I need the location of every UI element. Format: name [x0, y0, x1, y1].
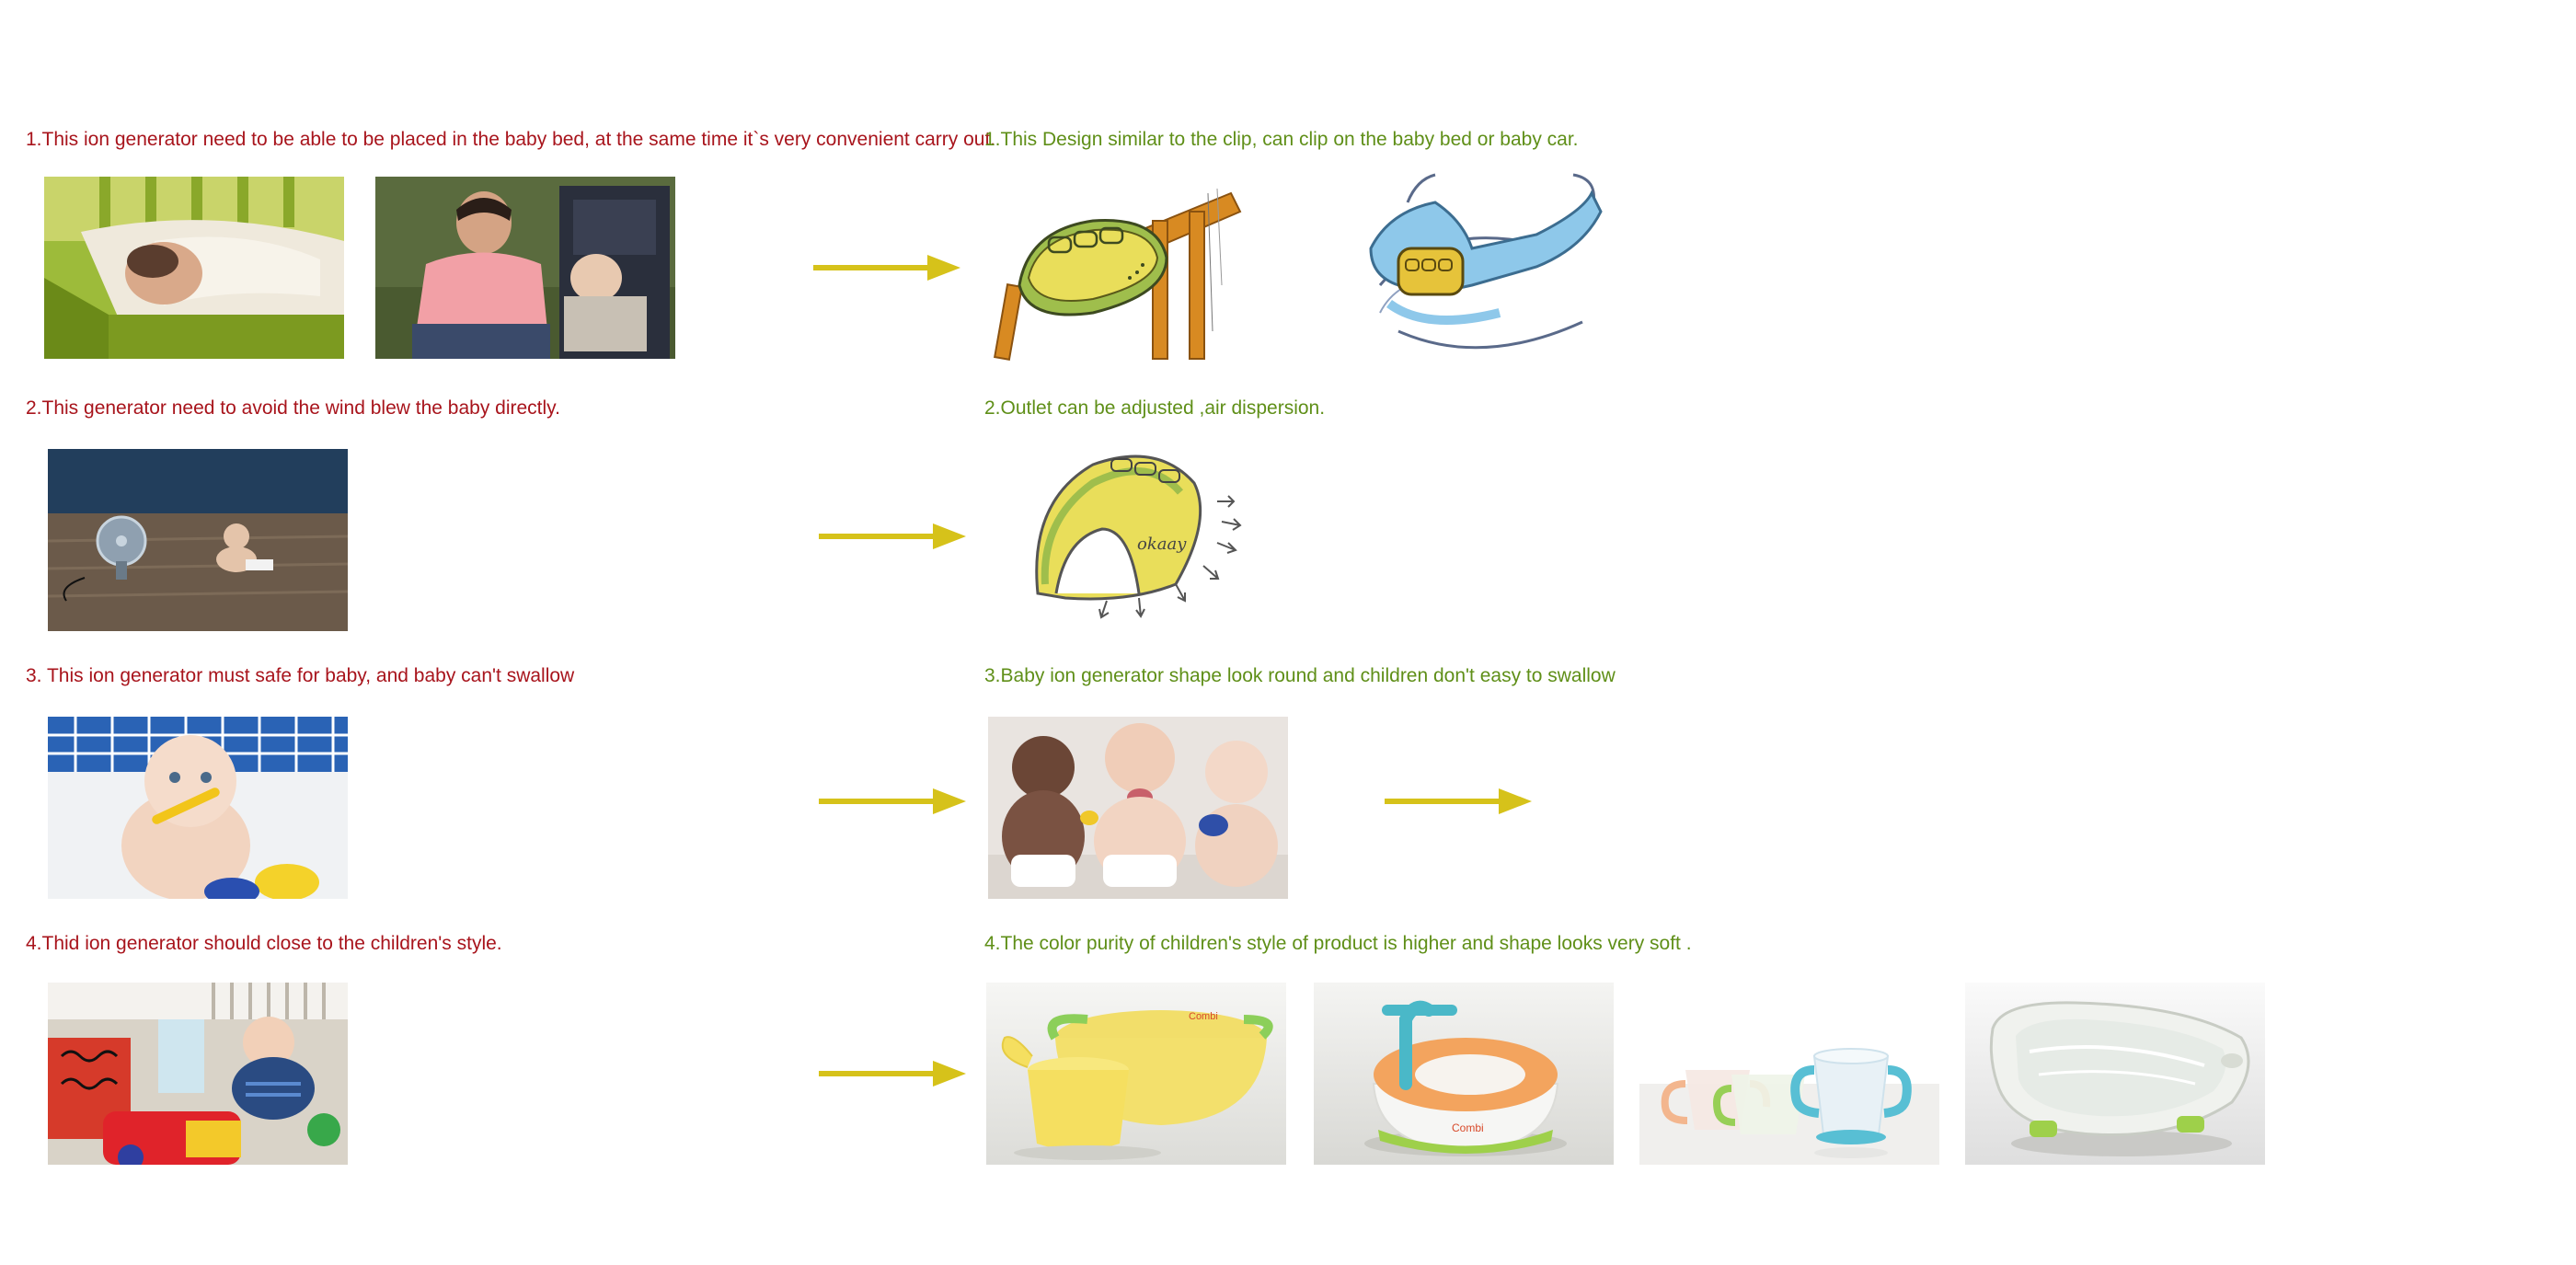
father-stroller-photo [375, 177, 675, 359]
training-cups-product-photo [1639, 983, 1939, 1165]
solution-4-label: 4.The color purity of children's style o… [984, 933, 1692, 954]
requirement-3-label: 3. This ion generator must safe for baby… [26, 665, 575, 686]
right-arrow-icon [819, 521, 966, 552]
right-arrow-icon [819, 1058, 966, 1089]
sketch-handwritten-text: okaay [1137, 535, 1187, 554]
product-brand-logo: Combi [1452, 1121, 1484, 1134]
right-arrow-icon [819, 786, 966, 817]
baby-chewing-toy-photo [48, 717, 348, 899]
solution-1-label: 1.This Design similar to the clip, can c… [984, 129, 1579, 150]
solution-2-label: 2.Outlet can be adjusted ,air dispersion… [984, 397, 1326, 419]
product-brand-logo: Combi [1189, 1011, 1218, 1022]
baby-with-toys-photo [48, 983, 348, 1165]
requirement-4-label: 4.Thid ion generator should close to the… [26, 933, 502, 954]
requirement-2-label: 2.This generator need to avoid the wind … [26, 397, 560, 419]
solution-3-label: 3.Baby ion generator shape look round an… [984, 665, 1616, 686]
clip-on-bed-sketch [992, 175, 1259, 361]
right-arrow-icon [1385, 786, 1532, 817]
clip-on-baby-car-sketch [1369, 173, 1610, 359]
adjustable-outlet-sketch: okaay [1029, 446, 1259, 630]
baby-in-crib-photo [44, 177, 344, 359]
baby-near-fan-photo [48, 449, 348, 631]
yellow-bowl-cup-product-photo: Combi [986, 983, 1286, 1165]
three-babies-photo [988, 717, 1288, 899]
baby-bathtub-product-photo [1965, 983, 2265, 1165]
requirement-1-label: 1.This ion generator need to be able to … [26, 129, 996, 150]
right-arrow-icon [813, 252, 960, 283]
potty-trainer-product-photo: Combi [1314, 983, 1614, 1165]
